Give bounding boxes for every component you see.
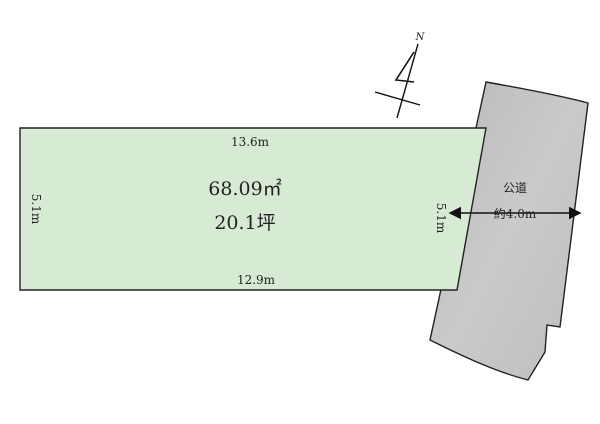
lot-parcel xyxy=(19,127,487,291)
lot-top-dimension: 13.6m xyxy=(231,135,270,149)
lot-tsubo: 20.1坪 xyxy=(214,212,275,234)
lot-area: 68.09㎡ xyxy=(208,177,281,200)
north-compass: N xyxy=(374,32,426,119)
lot-right-dimension: 5.1m xyxy=(434,203,448,234)
north-arrow-icon xyxy=(394,51,415,83)
lot-bottom-dimension: 12.9m xyxy=(237,273,276,287)
road-name: 公道 xyxy=(503,181,527,195)
public-road xyxy=(429,81,589,381)
road-width: 約4.0m xyxy=(494,206,537,221)
lot-left-dimension: 5.1m xyxy=(29,194,43,225)
north-label: N xyxy=(415,32,426,43)
